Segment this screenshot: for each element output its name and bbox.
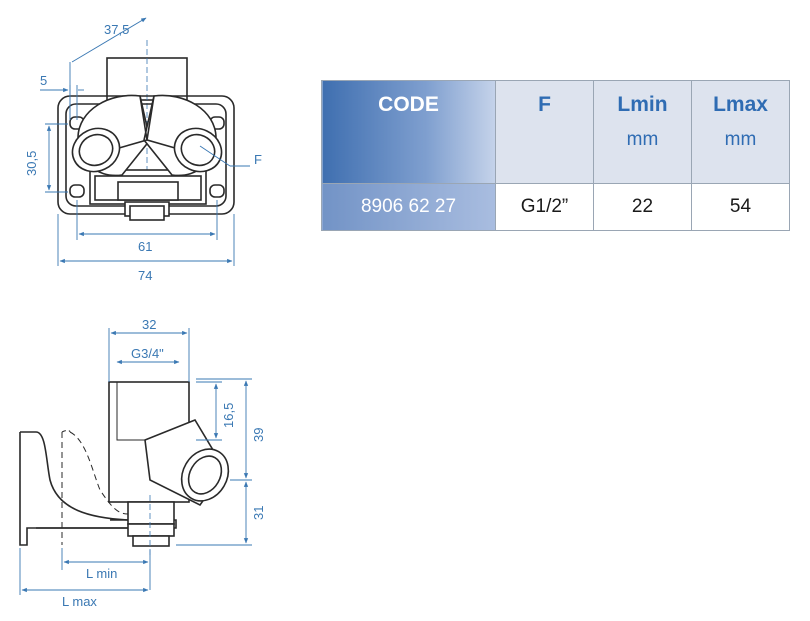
header-lmin-label: Lmin — [617, 93, 668, 116]
header-lmax: Lmax mm — [691, 80, 790, 184]
dim-l-min: L min — [86, 566, 117, 581]
side-view — [19, 381, 230, 555]
mount-hole — [69, 184, 85, 198]
cell-f: G1/2” — [495, 183, 594, 231]
dim-g3-4: G3/4" — [131, 346, 164, 361]
header-lmax-unit: mm — [724, 129, 757, 150]
dim-61: 61 — [138, 239, 152, 254]
header-lmax-label: Lmax — [713, 93, 768, 116]
cell-lmax: 54 — [691, 183, 790, 231]
dim-16-5: 16,5 — [221, 403, 236, 428]
header-f-label: F — [538, 93, 551, 116]
header-lmin: Lmin mm — [593, 80, 692, 184]
dim-30-5: 30,5 — [24, 151, 39, 176]
dim-74: 74 — [138, 268, 152, 283]
dim-39: 39 — [251, 428, 266, 442]
cell-lmin: 22 — [593, 183, 692, 231]
dim-l-max: L max — [62, 594, 97, 609]
dim-32: 32 — [142, 317, 156, 332]
dim-37-5: 37,5 — [104, 22, 129, 37]
spec-table-header-row: CODE F Lmin mm Lmax mm — [321, 80, 790, 184]
port-label-f: F — [254, 152, 262, 167]
side-dimensions — [19, 328, 252, 595]
front-dimensions — [40, 17, 250, 266]
header-lmin-unit: mm — [626, 129, 659, 150]
spec-table: CODE F Lmin mm Lmax mm 8906 62 27 G1/2” … — [321, 80, 790, 231]
front-view — [57, 40, 235, 221]
header-f: F — [495, 80, 594, 184]
dim-5: 5 — [40, 73, 47, 88]
cell-code: 8906 62 27 — [321, 183, 496, 231]
dim-31: 31 — [251, 506, 266, 520]
table-row: 8906 62 27 G1/2” 22 54 — [321, 183, 790, 231]
header-code: CODE — [321, 80, 496, 184]
mount-hole — [209, 184, 225, 198]
side-outlet — [180, 448, 230, 502]
header-code-label: CODE — [378, 93, 439, 116]
